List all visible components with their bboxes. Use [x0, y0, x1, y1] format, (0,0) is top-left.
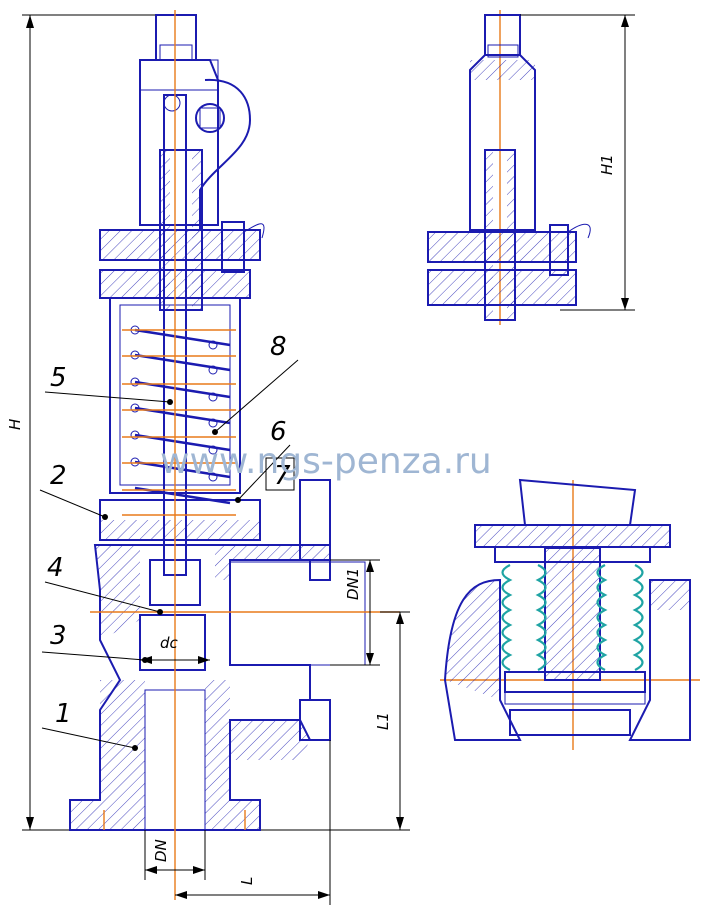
dimension-dn1: DN1: [330, 559, 380, 666]
dim-label-dn: DN: [152, 839, 170, 862]
svg-text:8: 8: [270, 332, 287, 362]
valve-body: [69, 479, 331, 831]
watermark: www.ngs-penza.ru: [160, 441, 492, 482]
callout-1: 1: [41, 699, 138, 751]
svg-text:5: 5: [50, 363, 67, 393]
dim-label-l1: L1: [374, 712, 392, 730]
dimension-l: L: [175, 740, 331, 905]
callout-4: 4: [44, 553, 163, 615]
dim-label-h: H: [6, 419, 24, 430]
dimension-h1: H1: [520, 14, 635, 311]
dimension-dn: DN: [144, 830, 206, 880]
callout-6: 6: [235, 417, 291, 503]
outlet-passage: [229, 561, 366, 666]
dimension-dc: dc: [140, 634, 210, 664]
svg-text:4: 4: [47, 553, 64, 583]
dim-label-dn1: DN1: [344, 568, 362, 600]
dim-label-h1: H1: [598, 154, 616, 175]
callout-5: 5: [44, 363, 173, 405]
alternative-top-view: H1: [427, 10, 635, 325]
dim-label-l: L: [238, 877, 256, 885]
main-valve-view: H: [6, 10, 410, 905]
svg-text:2: 2: [50, 461, 67, 491]
stem-top: [155, 14, 197, 61]
callout-7: 7: [265, 457, 295, 491]
locking-bolt: [221, 221, 245, 273]
nozzle: [139, 614, 206, 671]
dim-label-dc: dc: [160, 634, 179, 652]
svg-text:7: 7: [274, 461, 291, 491]
dimension-l1: L1: [374, 611, 410, 830]
svg-text:3: 3: [50, 621, 67, 651]
svg-text:6: 6: [270, 417, 287, 447]
svg-text:1: 1: [55, 699, 72, 729]
callout-8: 8: [212, 332, 299, 435]
bonnet: [139, 59, 219, 226]
lever: [199, 78, 252, 230]
callout-2: 2: [39, 461, 108, 520]
bellows: [501, 564, 644, 671]
callout-3: 3: [41, 621, 148, 663]
bellows-section-view: [440, 478, 700, 750]
